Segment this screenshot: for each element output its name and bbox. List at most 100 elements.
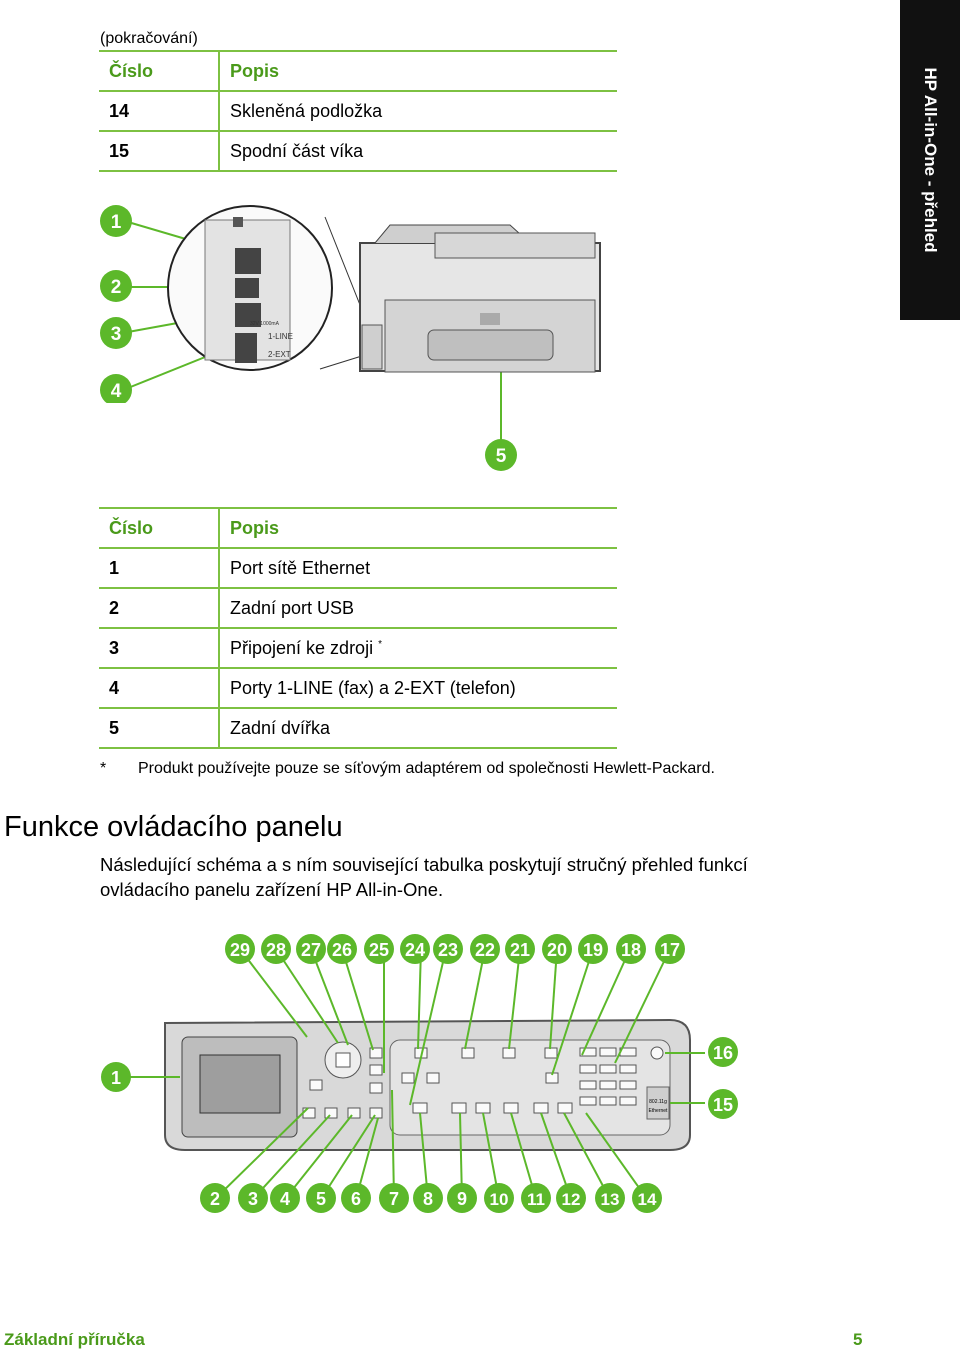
svg-text:16: 16 — [713, 1043, 733, 1063]
rear-callout-2: 2 — [100, 270, 132, 302]
panel-callout-28: 28 — [261, 934, 291, 964]
column-header-description: Popis — [219, 507, 617, 549]
svg-text:21: 21 — [510, 940, 530, 960]
panel-callout-14: 14 — [632, 1183, 662, 1213]
table-header-row: Číslo Popis — [99, 507, 617, 549]
printer-body — [359, 224, 601, 373]
footnote-text: Produkt používejte pouze se síťovým adap… — [138, 760, 715, 777]
rear-callout-3: 3 — [100, 317, 132, 349]
panel-callout-27: 27 — [296, 934, 326, 964]
svg-text:27: 27 — [301, 940, 321, 960]
svg-text:25: 25 — [369, 940, 389, 960]
svg-text:12: 12 — [562, 1190, 581, 1209]
svg-text:23: 23 — [438, 940, 458, 960]
footnote-marker: * — [378, 638, 382, 650]
panel-callout-13: 13 — [595, 1183, 625, 1213]
section-intro: Následující schéma a s ním související t… — [100, 854, 748, 900]
row-number: 2 — [99, 588, 220, 629]
svg-text:29: 29 — [230, 940, 250, 960]
panel-callout-11: 11 — [521, 1183, 551, 1213]
table-row: 14 Skleněná podložka — [99, 91, 617, 132]
panel-callout-16: 16 — [708, 1037, 738, 1067]
svg-text:1: 1 — [111, 1068, 121, 1088]
row-number: 14 — [99, 91, 220, 132]
side-tab-label: HP All-in-One - přehled — [921, 67, 940, 253]
panel-callout-22: 22 — [470, 934, 500, 964]
row-description: Port sítě Ethernet — [219, 548, 617, 589]
svg-text:26: 26 — [332, 940, 352, 960]
rear-callout-4: 4 — [100, 374, 132, 403]
rear-callout-1: 1 — [100, 205, 132, 237]
svg-text:2: 2 — [111, 277, 122, 298]
svg-text:19: 19 — [583, 940, 603, 960]
line-port-label: 1-LINE — [268, 332, 293, 341]
svg-text:6: 6 — [351, 1189, 361, 1209]
panel-callout-15: 15 — [708, 1089, 738, 1119]
row-description: Skleněná podložka — [219, 91, 617, 132]
power-rating-label: 32V 1000mA — [250, 321, 280, 327]
panel-callout-18: 18 — [616, 934, 646, 964]
svg-text:17: 17 — [660, 940, 680, 960]
panel-callout-9: 9 — [447, 1183, 477, 1213]
svg-text:11: 11 — [527, 1190, 545, 1209]
table-row: 5 Zadní dvířka — [99, 708, 617, 749]
panel-body: 802.11g Ethernet — [164, 1018, 691, 1151]
parts-table-top: Číslo Popis 14 Skleněná podložka 15 Spod… — [99, 50, 617, 172]
svg-text:1: 1 — [111, 212, 122, 233]
svg-text:13: 13 — [601, 1190, 620, 1209]
svg-text:4: 4 — [111, 381, 122, 402]
panel-callout-24: 24 — [400, 934, 430, 964]
table-row: 2 Zadní port USB — [99, 588, 617, 629]
panel-callout-10: 10 — [484, 1183, 514, 1213]
svg-text:18: 18 — [621, 940, 641, 960]
row-description: Zadní dvířka — [219, 708, 617, 749]
panel-callout-12: 12 — [556, 1183, 586, 1213]
row-description: Zadní port USB — [219, 588, 617, 629]
svg-text:28: 28 — [266, 940, 286, 960]
footnote: *Produkt používejte pouze se síťovým ada… — [100, 760, 715, 778]
row-description: Porty 1-LINE (fax) a 2-EXT (telefon) — [219, 668, 617, 709]
row-number: 1 — [99, 548, 220, 589]
svg-text:24: 24 — [405, 940, 425, 960]
panel-callout-25: 25 — [364, 934, 394, 964]
panel-callout-4: 4 — [270, 1183, 300, 1213]
svg-text:15: 15 — [713, 1095, 733, 1115]
svg-text:22: 22 — [475, 940, 495, 960]
svg-text:7: 7 — [389, 1189, 399, 1209]
column-header-number: Číslo — [99, 50, 220, 92]
panel-callout-19: 19 — [578, 934, 608, 964]
page-number: 5 — [853, 1330, 863, 1349]
table-header-row: Číslo Popis — [99, 50, 617, 92]
row-number: 3 — [99, 628, 220, 669]
printer-rear-illustration: 1-LINE 2-EXT 32V 1000mA — [127, 205, 601, 440]
section-title: Funkce ovládacího panelu — [4, 811, 343, 843]
table-row: 3 Připojení ke zdroji * — [99, 628, 617, 669]
svg-text:4: 4 — [280, 1189, 290, 1209]
footer-guide-title: Základní příručka — [4, 1330, 145, 1349]
svg-text:2: 2 — [210, 1189, 220, 1209]
column-header-description: Popis — [219, 50, 617, 92]
table-row: 4 Porty 1-LINE (fax) a 2-EXT (telefon) — [99, 668, 617, 709]
svg-text:3: 3 — [111, 324, 122, 345]
panel-callout-5: 5 — [306, 1183, 336, 1213]
control-panel-illustration: 802.11g Ethernet — [130, 948, 705, 1200]
ethernet-label: Ethernet — [649, 1108, 669, 1114]
row-number: 5 — [99, 708, 220, 749]
ext-port-label: 2-EXT — [268, 350, 291, 359]
panel-callouts-top: 29 28 27 26 25 24 23 22 21 20 19 18 17 — [225, 934, 685, 964]
svg-text:8: 8 — [423, 1189, 433, 1209]
panel-callout-2: 2 — [200, 1183, 230, 1213]
panel-callout-3: 3 — [238, 1183, 268, 1213]
parts-table-rear: Číslo Popis 1 Port sítě Ethernet 2 Zadní… — [99, 507, 617, 749]
panel-callout-29: 29 — [225, 934, 255, 964]
row-description: Připojení ke zdroji * — [219, 628, 617, 669]
continued-label: (pokračování) — [100, 30, 198, 47]
port-zoom-circle: 1-LINE 2-EXT 32V 1000mA — [167, 205, 333, 371]
panel-callout-21: 21 — [505, 934, 535, 964]
panel-callouts-right: 16 15 — [708, 1037, 738, 1119]
table-row: 15 Spodní část víka — [99, 131, 617, 172]
panel-callouts-bottom: 2 3 4 5 6 7 8 9 10 11 12 13 14 — [200, 1183, 662, 1213]
column-header-number: Číslo — [99, 507, 220, 549]
panel-callout-7: 7 — [379, 1183, 409, 1213]
panel-callout-20: 20 — [542, 934, 572, 964]
